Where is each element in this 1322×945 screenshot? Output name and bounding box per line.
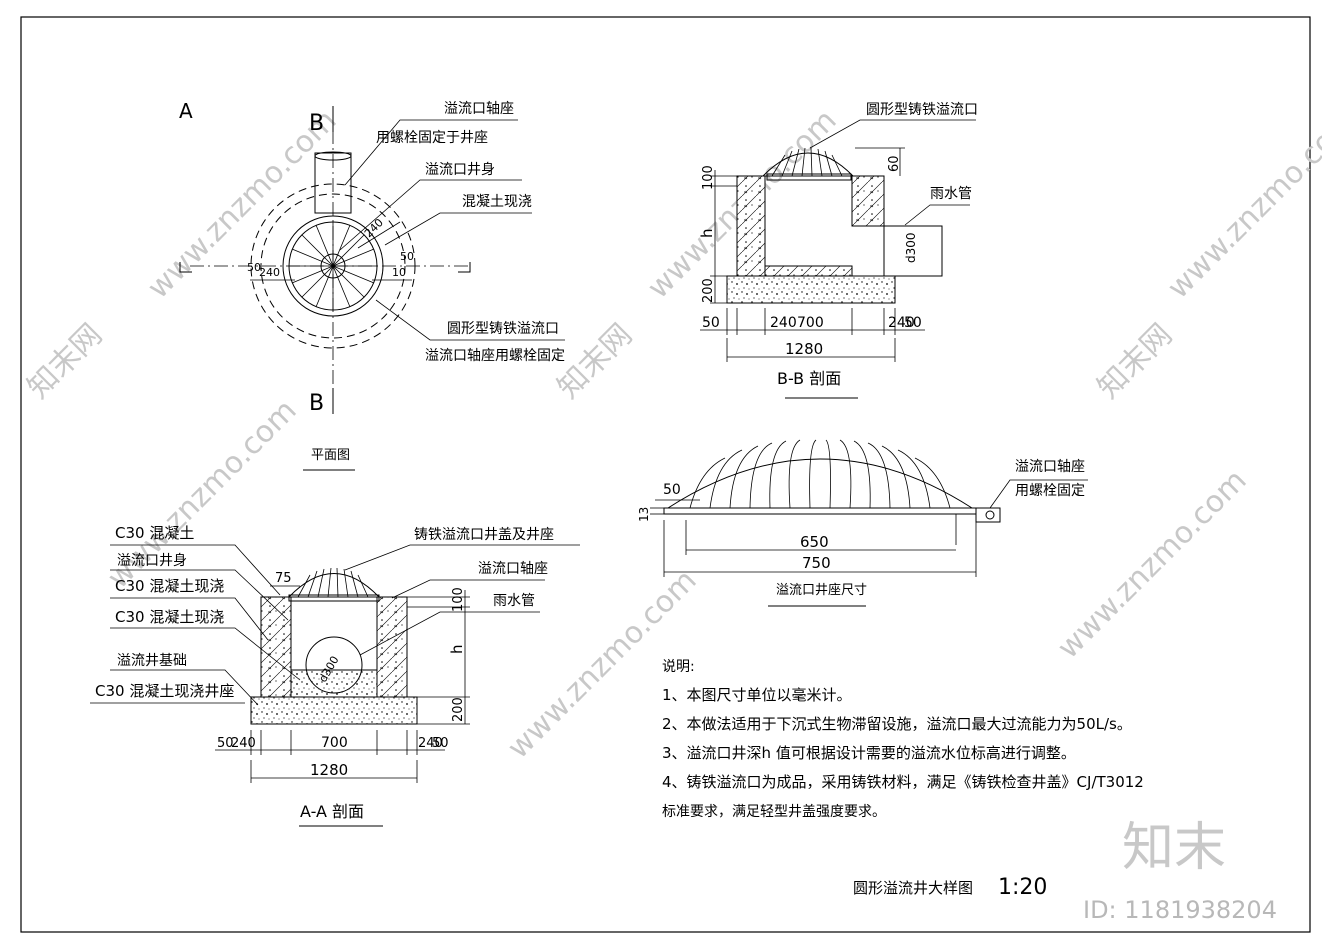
bb-dim-bottom: 240 xyxy=(770,315,797,331)
seat-dim-50: 50 xyxy=(663,482,681,498)
plan-view: A B B 240 50 50 240 10 xyxy=(179,99,565,471)
note-item: 3、溢流口井深h 值可根据设计需要的溢流水位标高进行调整。 xyxy=(662,744,1076,762)
plan-callout: 圆形型铸铁溢流口 xyxy=(447,321,559,337)
notes-block: 说明: 1、本图尺寸单位以毫米计。 2、本做法适用于下沉式生物滞留设施，溢流口最… xyxy=(662,659,1144,820)
aa-dim-right: 100 xyxy=(451,587,466,612)
aa-right-callout: 雨水管 xyxy=(493,593,535,609)
bb-top-callout: 圆形型铸铁溢流口 xyxy=(866,102,978,118)
bb-dome-ribs xyxy=(771,147,843,177)
bb-dim-bottom: 240 xyxy=(888,315,915,331)
bb-total: 1280 xyxy=(785,340,823,358)
bb-dim-left: 200 xyxy=(701,278,716,303)
seat-dim-13: 13 xyxy=(637,507,651,522)
drawing-scale: 1:20 xyxy=(998,875,1047,900)
aa-left-callout: C30 混凝土现浇井座 xyxy=(95,682,234,700)
aa-dim-bottom: 240 xyxy=(231,736,256,751)
aa-top-dim: 75 xyxy=(275,571,292,586)
drawing-frame xyxy=(20,16,1311,933)
aa-dim-bottom: 50 xyxy=(217,736,234,751)
bb-dim-bottom: 700 xyxy=(797,315,824,331)
plan-dim: 50 xyxy=(247,261,261,274)
aa-left-callout: C30 混凝土现浇 xyxy=(115,608,224,626)
title-block: 圆形溢流井大样图 1:20 xyxy=(853,875,1047,900)
note-item: 4、铸铁溢流口为成品，采用铸铁材料，满足《铸铁检查井盖》CJ/T3012 xyxy=(662,773,1144,791)
section-aa: d300 C30 混凝土 溢流口井身 C30 混凝土现浇 C30 混凝土现浇 溢… xyxy=(90,524,580,827)
notes-heading: 说明: xyxy=(662,659,695,675)
plan-callout: 溢流口轴座 xyxy=(444,101,514,117)
note-item: 标准要求，满足轻型井盖强度要求。 xyxy=(662,804,886,820)
bb-pipe-dim: d300 xyxy=(904,232,918,263)
seat-title: 溢流口井座尺寸 xyxy=(776,583,867,598)
aa-dim-bottom: 240 xyxy=(418,736,443,751)
note-item: 1、本图尺寸单位以毫米计。 xyxy=(662,686,852,704)
aa-dim-bottom: 50 xyxy=(432,736,449,751)
aa-title: A-A 剖面 xyxy=(300,802,364,821)
plan-section-mark-b-top: B xyxy=(309,111,324,136)
plan-callout: 用螺栓固定于井座 xyxy=(376,130,488,146)
seat-dim-750: 750 xyxy=(802,554,831,572)
seat-dome-ribs xyxy=(689,439,951,509)
bb-dim-left: h xyxy=(698,228,716,238)
plan-grate-ribs xyxy=(289,222,377,310)
watermark-text: www.znzmo.com xyxy=(1161,103,1322,306)
plan-section-mark-b-bottom: B xyxy=(309,391,324,416)
aa-dim-right: 200 xyxy=(451,697,466,722)
plan-callout: 溢流口轴座用螺栓固定 xyxy=(425,348,565,364)
note-item: 2、本做法适用于下沉式生物滞留设施，溢流口最大过流能力为50L/s。 xyxy=(662,715,1132,733)
seat-dim-650: 650 xyxy=(800,533,829,551)
aa-dim-bottom: 700 xyxy=(321,735,348,751)
section-bb: 圆形型铸铁溢流口 雨水管 d300 100 h 200 60 50 240 70… xyxy=(698,102,978,399)
seat-callout: 溢流口轴座 xyxy=(1015,459,1085,475)
watermark-text: 知末网 xyxy=(21,317,109,405)
aa-total: 1280 xyxy=(310,761,348,779)
aa-left-callout: C30 混凝土现浇 xyxy=(115,577,224,595)
watermark-logo: 知末 xyxy=(1122,818,1226,878)
aa-left-callout: 溢流井基础 xyxy=(117,652,187,669)
plan-callout: 溢流口井身 xyxy=(425,162,495,178)
seat-callout: 用螺栓固定 xyxy=(1015,483,1085,499)
bb-dim-bottom: 50 xyxy=(904,315,922,331)
aa-left-callout: 溢流口井身 xyxy=(117,553,187,569)
aa-dim-right: h xyxy=(448,644,466,654)
aa-right-callout: 铸铁溢流口井盖及井座 xyxy=(414,527,554,543)
aa-right-callout: 溢流口轴座 xyxy=(478,561,548,577)
plan-dim: 50 xyxy=(400,250,414,263)
watermark-text: 知末网 xyxy=(1091,317,1179,405)
bb-dim-right: 60 xyxy=(887,155,902,172)
bb-dim-left: 100 xyxy=(701,165,716,190)
aa-dome-ribs xyxy=(297,567,369,598)
plan-title: 平面图 xyxy=(311,448,350,463)
seat-detail: 溢流口轴座 用螺栓固定 50 13 650 750 溢流口井座尺寸 xyxy=(637,439,1088,607)
plan-dim: 10 xyxy=(392,266,406,279)
aa-left-callout: C30 混凝土 xyxy=(115,524,194,542)
watermark-id: ID: 1181938204 xyxy=(1083,896,1277,924)
plan-callout: 混凝土现浇 xyxy=(462,194,532,210)
bb-pipe-callout: 雨水管 xyxy=(930,186,972,202)
bb-dim-bottom: 50 xyxy=(702,315,720,331)
bb-title: B-B 剖面 xyxy=(777,369,841,388)
plan-dim: 240 xyxy=(259,266,280,279)
plan-corner-label: A xyxy=(179,99,193,123)
drawing-title: 圆形溢流井大样图 xyxy=(853,879,973,897)
